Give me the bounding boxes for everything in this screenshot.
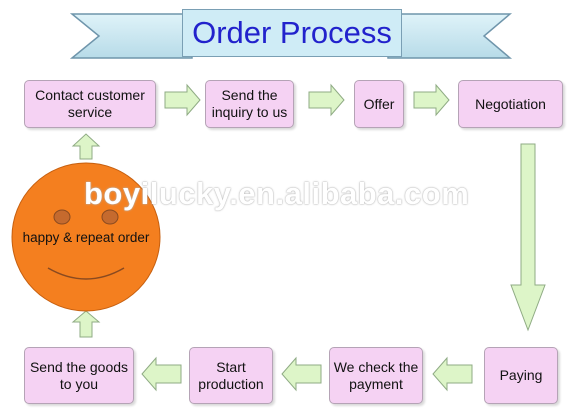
smiley-left-eye [53, 209, 71, 225]
smiley-face [11, 162, 161, 312]
step-send-inquiry: Send the inquiry to us [205, 80, 294, 128]
step-paying: Paying [484, 347, 558, 404]
step-negotiation: Negotiation [458, 80, 563, 128]
arrow-check-to-production [281, 356, 322, 392]
banner-right-tail [387, 13, 513, 59]
arrow-smiley-to-contact [71, 133, 101, 160]
smiley-right-eye [101, 209, 119, 225]
arrow-contact-to-inquiry [164, 83, 201, 117]
arrow-send-goods-to-smiley [71, 310, 101, 338]
watermark-text: boyilucky.en.alibaba.com [84, 176, 470, 211]
step-check-payment: We check the payment [329, 347, 423, 404]
arrow-production-to-send-goods [141, 356, 182, 392]
banner-left-tail [69, 13, 193, 59]
step-start-production: Start production [189, 347, 273, 404]
smiley-circle [11, 162, 161, 312]
arrow-inquiry-to-offer [308, 83, 345, 117]
smiley-mouth [47, 267, 125, 280]
smiley-label: happy & repeat order [22, 230, 150, 245]
page-title: Order Process [182, 9, 402, 57]
step-contact-customer-service: Contact customer service [24, 80, 156, 128]
arrow-negotiation-to-paying [510, 143, 546, 332]
arrow-paying-to-check [432, 356, 473, 392]
arrow-offer-to-negotiation [413, 83, 450, 117]
step-send-goods: Send the goods to you [24, 347, 134, 404]
step-offer: Offer [354, 80, 404, 128]
